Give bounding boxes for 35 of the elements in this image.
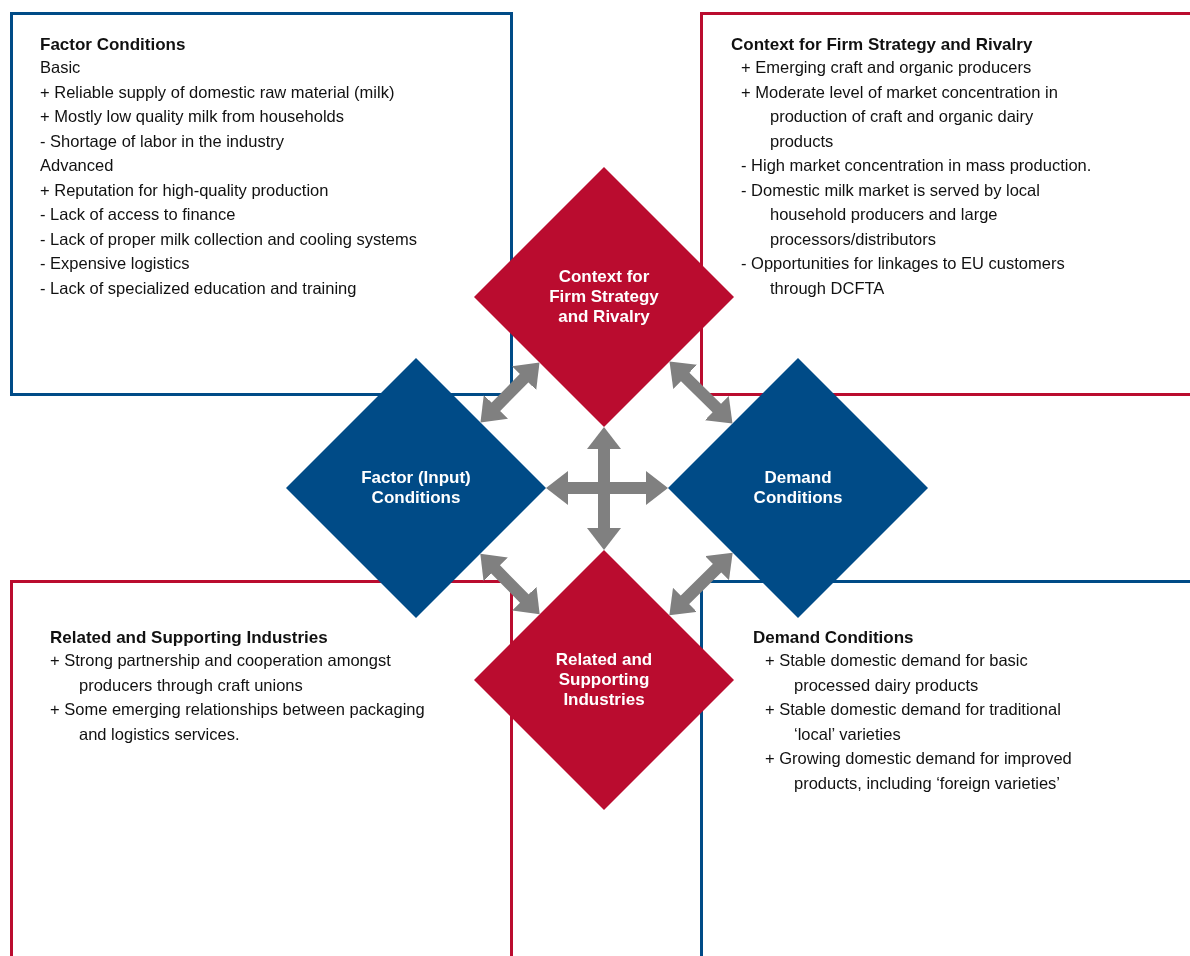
list-item: - Expensive logistics [40,253,191,274]
list-item: + Reliable supply of domestic raw material (milk) [40,81,396,103]
list-item: + Some emerging relationships between packaging and logistics services. [50,699,426,745]
list-item: - Lack of access to finance [40,204,237,225]
panel-heading: Related and Supporting Industries [50,628,329,648]
diamond-label: Context for Firm Strategy and Rivalry [548,267,660,327]
subheading: Advanced [40,155,115,176]
panel-heading: Factor Conditions [40,35,187,55]
list-item: - Shortage of labor in the industry [40,130,285,152]
diamond-label: Related and Supporting Industries [554,650,654,710]
list-item: + Growing domestic demand for improved products, including ‘foreign varieties’ [765,748,1073,794]
list-item: - High market concentration in mass production. [741,155,1093,176]
list-item: + Mostly low quality milk from households [40,106,345,127]
panel [10,12,513,396]
diamond-node [474,550,734,810]
list-item: + Reputation for high-quality production [40,179,330,201]
diamond-label: Demand Conditions [752,468,844,508]
double-arrow [546,471,668,505]
diamond-node [286,358,546,618]
panel-heading: Context for Firm Strategy and Rivalry [731,35,1034,55]
diamond-node [474,167,734,427]
double-arrow [587,427,621,550]
diamond-label: Factor (Input) Conditions [361,468,471,508]
list-item: + Strong partnership and cooperation amongst producers through craft unions [50,650,392,696]
panel-heading: Demand Conditions [753,628,915,648]
subheading: Basic [40,57,82,78]
list-item: - Lack of proper milk collection and cooling systems [40,228,418,250]
list-item: - Opportunities for linkages to EU customers through DCFTA [741,253,1066,299]
list-item: + Stable domestic demand for basic processed dairy products [765,650,1029,696]
list-item: - Domestic milk market is served by local household producers and large processors/distributors [741,179,1041,250]
list-item: + Emerging craft and organic producers [741,57,1033,78]
list-item: + Moderate level of market concentration in production of craft and organic dairy products [741,81,1059,152]
list-item: - Lack of specialized education and training [40,277,358,299]
diamond-node [668,358,928,618]
list-item: + Stable domestic demand for traditional ‘local’ varieties [765,699,1062,745]
